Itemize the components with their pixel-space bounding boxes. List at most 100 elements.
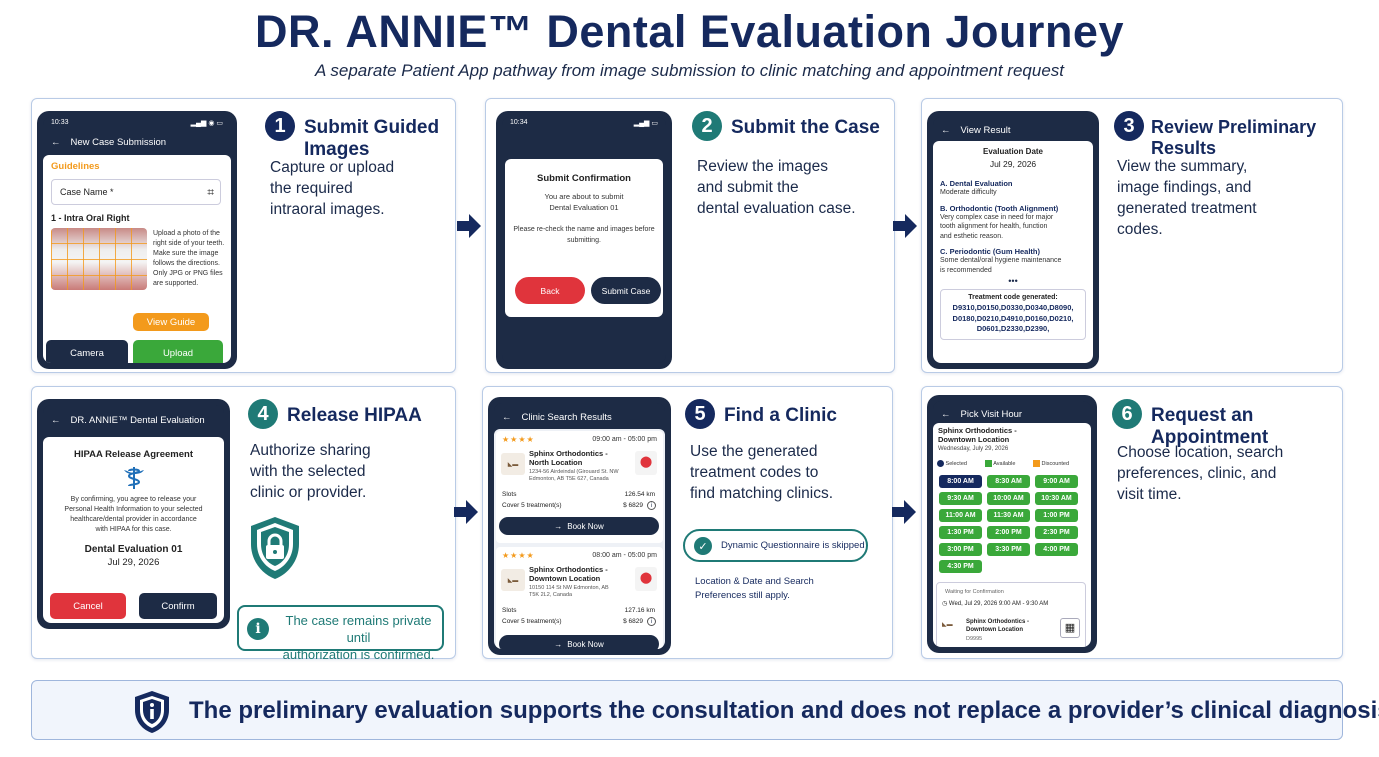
time-slot-button[interactable]: 4:30 PM — [939, 560, 982, 573]
phone-mockup: ← Pick Visit Hour Sphinx Orthodontics -Do… — [927, 395, 1097, 653]
time-slot-button[interactable]: 8:30 AM — [987, 475, 1030, 488]
slots-label: Slots — [502, 491, 517, 498]
clinic-logo: ◣▬ — [501, 569, 525, 591]
status-icons: ▂▄▆ ◉ ▭ — [190, 120, 223, 127]
section-b-title: B. Orthodontic (Tooth Alignment) — [940, 203, 1059, 213]
back-arrow-icon[interactable]: ← — [51, 414, 61, 426]
info-circle-icon[interactable]: i — [647, 617, 656, 626]
dialog-title: Submit Confirmation — [537, 173, 631, 184]
time-slot-button[interactable]: 8:00 AM — [939, 475, 982, 488]
clinic-name: Sphinx Orthodontics -Downtown Location — [529, 565, 608, 583]
clinic-price: $ 6829 — [623, 502, 643, 509]
medical-caduceus-icon — [121, 465, 147, 491]
clinic-distance: 126.54 km — [624, 491, 655, 498]
clinic-card[interactable]: ★★★★ 08:00 am - 05:00 pm ◣▬ Sphinx Ortho… — [496, 547, 663, 649]
step-number-5: 5 — [685, 399, 715, 429]
time-slot-button[interactable]: 9:30 AM — [939, 492, 982, 505]
case-name-placeholder: Case Name * — [60, 187, 114, 197]
step-number-2: 2 — [692, 111, 722, 141]
agreement-title: HIPAA Release Agreement — [74, 449, 193, 460]
clinic-logo: ◣▬ — [942, 622, 953, 628]
arrow-right-icon: → — [554, 521, 563, 531]
back-arrow-icon[interactable]: ← — [502, 411, 512, 423]
treatment-codes-box: Treatment code generated: D9310,D0150,D0… — [940, 289, 1086, 340]
confirm-button[interactable]: Confirm — [139, 593, 217, 619]
time-slot-button[interactable]: 1:00 PM — [1035, 509, 1078, 522]
selected-date: Wednesday, July 29, 2026 — [938, 446, 1009, 452]
time-slot-button[interactable]: 9:00 AM — [1035, 475, 1078, 488]
questionnaire-skipped-badge: ✓ Dynamic Questionnaire is skipped — [683, 529, 868, 562]
time-slot-button[interactable]: 11:30 AM — [987, 509, 1030, 522]
step-title-4: Release HIPAA — [287, 405, 422, 426]
step-number-4: 4 — [248, 399, 278, 429]
app-bar-title: New Case Submission — [70, 136, 167, 148]
time-slot-button[interactable]: 3:00 PM — [939, 543, 982, 556]
time-slot-button[interactable]: 10:30 AM — [1035, 492, 1078, 505]
upload-button[interactable]: Upload — [133, 340, 223, 363]
step-number-1: 1 — [265, 111, 295, 141]
time-slot-button[interactable]: 4:00 PM — [1035, 543, 1078, 556]
dialog-line-4: submitting. — [567, 236, 601, 244]
phone-mockup: ←View Result Evaluation Date Jul 29, 202… — [927, 111, 1099, 369]
time-slot-button[interactable]: 11:00 AM — [939, 509, 982, 522]
phone-mockup: 10:33▂▄▆ ◉ ▭ ←New Case Submission Guidel… — [37, 111, 237, 369]
back-arrow-icon[interactable]: ← — [941, 124, 951, 136]
badge-text: Dynamic Questionnaire is skipped — [721, 540, 865, 551]
time-slot-button[interactable]: 2:00 PM — [987, 526, 1030, 539]
case-name-input[interactable]: Case Name * ⌗ — [51, 179, 221, 205]
time-slot-grid: 8:00 AM 8:30 AM 9:00 AM 9:30 AM 10:00 AM 10:3… — [939, 475, 1089, 575]
book-now-button[interactable]: →Book Now — [499, 517, 659, 535]
phone-mockup: ←Clinic Search Results ★★★★ 09:00 am - 0… — [488, 397, 671, 655]
teeth-photo[interactable] — [51, 228, 147, 290]
time-slot-button[interactable]: 3:30 PM — [987, 543, 1030, 556]
dialog-line-3: Please re-check the name and images befo… — [513, 226, 655, 233]
step-card-5: ←Clinic Search Results ★★★★ 09:00 am - 0… — [482, 386, 893, 659]
disclaimer-text: The preliminary evaluation supports the … — [189, 697, 1379, 724]
waiting-label: Waiting for Confirmation — [945, 589, 1004, 595]
step-card-1: 10:33▂▄▆ ◉ ▭ ←New Case Submission Guidel… — [31, 98, 456, 373]
checkmark-icon: ✓ — [694, 537, 712, 555]
waiting-time: ◷ Wed, Jul 29, 2026 9:00 AM - 9:30 AM — [942, 601, 1049, 607]
app-bar-title: Pick Visit Hour — [960, 408, 1023, 420]
waiting-confirmation-card: Waiting for Confirmation ◷ Wed, Jul 29, … — [936, 582, 1086, 647]
clinic-card[interactable]: ★★★★ 09:00 am - 05:00 pm ◣▬ Sphinx Ortho… — [496, 431, 663, 543]
clinic-name: Sphinx Orthodontics -North Location — [529, 449, 608, 467]
qr-code-icon[interactable]: ▦ — [1060, 618, 1080, 638]
agreement-text: By confirming, you agree to release your… — [64, 496, 203, 533]
case-date: Jul 29, 2026 — [107, 557, 160, 568]
selected-clinic-name: Sphinx Orthodontics -Downtown Location — [938, 426, 1017, 444]
section-a-title: A. Dental Evaluation — [940, 179, 1013, 188]
section-a-text: Moderate difficulty — [940, 189, 997, 196]
back-arrow-icon[interactable]: ← — [941, 408, 951, 420]
step-title-6: Request an Appointment — [1151, 405, 1269, 448]
time-slot-button[interactable]: 10:00 AM — [987, 492, 1030, 505]
back-button[interactable]: Back — [515, 277, 585, 304]
time-slot-button[interactable]: 2:30 PM — [1035, 526, 1078, 539]
step-title-1: Submit Guided Images — [304, 117, 440, 160]
case-name: Dental Evaluation 01 — [84, 544, 183, 555]
clinic-hours: 09:00 am - 05:00 pm — [592, 436, 657, 443]
map-pin-icon[interactable]: ⬤ — [635, 567, 657, 591]
camera-button[interactable]: Camera — [46, 340, 128, 363]
info-circle-icon[interactable]: i — [647, 501, 656, 510]
time-slot-button[interactable]: 1:30 PM — [939, 526, 982, 539]
disclaimer-banner: The preliminary evaluation supports the … — [31, 680, 1379, 740]
submit-case-button[interactable]: Submit Case — [591, 277, 661, 304]
map-pin-icon[interactable]: ⬤ — [635, 451, 657, 475]
back-arrow-icon[interactable]: ← — [51, 136, 61, 148]
rating-stars: ★★★★ — [502, 551, 535, 560]
status-time: 10:34 — [510, 119, 528, 126]
view-guide-button[interactable]: View Guide — [133, 313, 209, 331]
app-bar-title: DR. ANNIE™ Dental Evaluation — [70, 414, 205, 426]
waiting-clinic-name: Sphinx Orthodontics -Downtown Location — [966, 619, 1029, 633]
qr-scan-icon[interactable]: ⌗ — [207, 185, 214, 199]
image-slot-label: 1 - Intra Oral Right — [51, 213, 130, 223]
book-now-button[interactable]: →Book Now — [499, 635, 659, 649]
cancel-button[interactable]: Cancel — [50, 593, 126, 619]
